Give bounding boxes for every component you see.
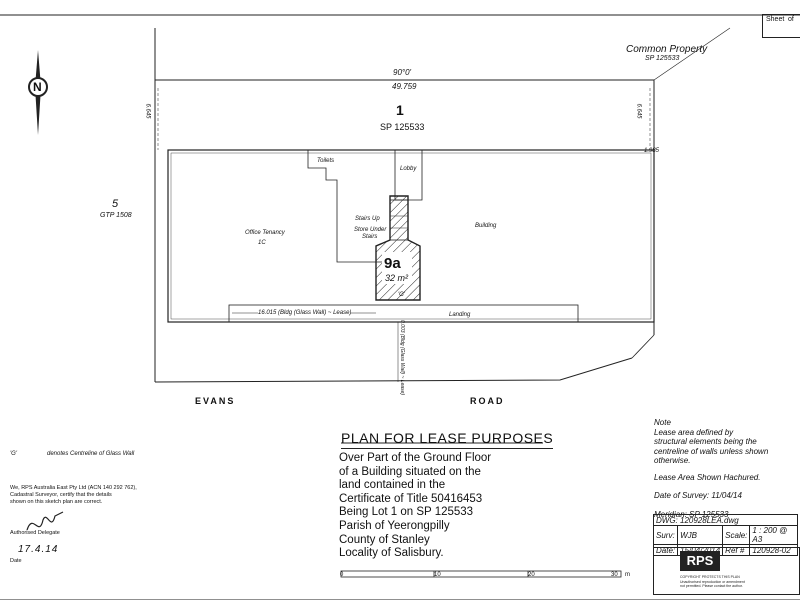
- signature: [26, 511, 64, 531]
- rps-copyright: COPYRIGHT PROTECTS THIS PLAN Unauthorise…: [680, 575, 745, 589]
- stairs-label: Stairs: [362, 234, 378, 240]
- description-line-3: land contained in the: [339, 479, 446, 492]
- lot1-plan: SP 125533: [380, 122, 425, 132]
- scale-tick-0: 0: [340, 572, 344, 578]
- office-tenancy-id: 1C: [258, 240, 266, 246]
- legend-text: denotes Centreline of Glass Wall: [47, 451, 135, 457]
- description-line-4: Certificate of Title 50416453: [339, 492, 483, 505]
- scale-unit: m: [625, 572, 630, 578]
- description-line-6: Parish of Yeerongpilly: [339, 519, 450, 532]
- dwg-cell: DWG: 120928LEA.dwg: [653, 514, 798, 526]
- scale-tick-20: 20: [528, 572, 535, 578]
- north-arrow: [28, 50, 48, 135]
- note-line-2: structural elements being the: [654, 437, 757, 446]
- vertical-lease-dimension: 0.003 (Bldg (Glass Wall) ~ Lease): [399, 320, 405, 396]
- plan-description: Over Part of the Ground Floor of a Build…: [339, 452, 491, 561]
- scale-tick-10: 10: [434, 572, 441, 578]
- office-tenancy-label: Office Tenancy: [245, 230, 285, 236]
- landing: [228, 304, 579, 323]
- toilets-label: Toilets: [317, 158, 335, 164]
- drawing-info-table: DWG: 120928LEA.dwg Surv: WJB Scale: 1 : …: [652, 514, 798, 556]
- store-under-label: Store Under: [354, 227, 387, 233]
- lobby-wall: [394, 150, 423, 201]
- signatory-label: Authorised Delegate: [10, 530, 60, 536]
- plan-title: PLAN FOR LEASE PURPOSES: [341, 430, 554, 449]
- evans-label: EVANS: [195, 396, 236, 406]
- description-line-1: Over Part of the Ground Floor: [339, 452, 492, 464]
- lease-area-9a: [375, 195, 421, 301]
- of-label: of: [788, 16, 794, 23]
- description-line-2: of a Building situated on the: [339, 465, 481, 478]
- road-frontage: [154, 357, 633, 383]
- sheet-label: Sheet: [766, 16, 785, 23]
- lot5-number: 5: [112, 198, 119, 210]
- surv-value: WJB: [677, 525, 724, 545]
- note-hatched: Lease Area Shown Hachured.: [654, 472, 761, 482]
- stairs-up-label: Stairs Up: [355, 216, 380, 222]
- rps-copyright-3: not permitted. Please contact the author…: [680, 584, 743, 588]
- scale-tick-30: 30: [611, 572, 618, 578]
- glass-wall-dimension: 16.015 (Bldg (Glass Wall) ~ Lease): [258, 310, 352, 316]
- surv-label: Surv:: [652, 525, 679, 545]
- common-property-label: Common Property: [626, 44, 708, 55]
- rps-panel: RPS COPYRIGHT PROTECTS THIS PLAN Unautho…: [653, 547, 800, 595]
- certification: We, RPS Australia East Pty Ltd (ACN 140 …: [10, 485, 137, 506]
- description-line-7: County of Stanley: [339, 533, 430, 546]
- road-label: ROAD: [470, 396, 505, 406]
- description-line-8: Locality of Salisbury.: [339, 547, 444, 560]
- bearing-label: 90°0': [393, 68, 412, 77]
- lot1-number: 1: [396, 102, 404, 118]
- building-label: Building: [475, 223, 497, 229]
- note-line-1: Lease area defined by: [654, 427, 734, 437]
- scale-bar: [340, 570, 622, 578]
- note-heading: Note: [654, 418, 671, 427]
- right-small-label: 1.985: [644, 148, 660, 154]
- lobby-label: Lobby: [400, 166, 417, 172]
- rps-logo: RPS: [680, 551, 720, 571]
- sheet-box: Sheet of: [762, 14, 800, 38]
- right-offset-label: 6.645: [635, 103, 642, 119]
- common-property-plan: SP 125533: [645, 55, 680, 62]
- lease-area-label: 32 m²: [385, 273, 409, 283]
- scale-label: Scale:: [722, 525, 751, 545]
- certification-line-3: shown on this sketch plan are correct.: [10, 499, 103, 505]
- certification-line-1: We, RPS Australia East Pty Ltd (ACN 140 …: [10, 485, 137, 491]
- signed-date: 17.4.14: [18, 544, 59, 555]
- toilets-wall: [307, 150, 390, 263]
- left-offset-label: 6.645: [144, 103, 151, 119]
- note-line-3: centreline of walls unless shown: [654, 446, 769, 456]
- rps-copyright-1: COPYRIGHT PROTECTS THIS PLAN: [680, 575, 740, 579]
- landing-label: Landing: [449, 312, 471, 318]
- distance-label: 49.759: [392, 82, 417, 91]
- notes: Note Lease area defined by structural el…: [654, 418, 768, 519]
- certification-line-2: Cadastral Surveyor, certify that the det…: [10, 492, 112, 498]
- note-survey-date: Date of Survey: 11/04/14: [654, 491, 742, 500]
- lot5-plan: GTP 1508: [100, 212, 132, 219]
- north-letter: N: [33, 80, 42, 94]
- title-block: PLAN FOR LEASE PURPOSES: [341, 430, 601, 449]
- common-property-line: [653, 27, 731, 81]
- glass-wall-mark: 'G': [398, 292, 405, 298]
- rps-copyright-2: Unauthorised reproduction or amendment: [680, 579, 745, 584]
- legend-symbol: 'G': [10, 451, 17, 457]
- description-line-5: Being Lot 1 on SP 125533: [339, 506, 474, 519]
- scale-value: 1 : 200 @ A3: [749, 525, 798, 545]
- lease-number: 9a: [384, 255, 401, 272]
- note-line-4: otherwise.: [654, 456, 691, 465]
- date-label: Date: [10, 558, 22, 564]
